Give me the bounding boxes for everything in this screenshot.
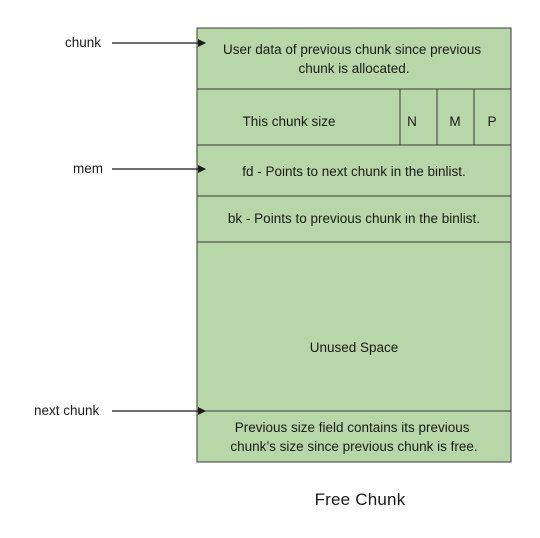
pointer-label-next-chunk: next chunk bbox=[34, 403, 100, 418]
prev-size-free-line-1: Previous size field contains its previou… bbox=[235, 420, 470, 435]
flag-m: M bbox=[449, 114, 460, 129]
flag-n: N bbox=[407, 114, 417, 129]
row-unused-space bbox=[196, 241, 512, 412]
pointers: chunk mem next chunk bbox=[34, 35, 206, 418]
prev-user-data-line-2: chunk is allocated. bbox=[298, 61, 409, 76]
flag-p: P bbox=[487, 114, 496, 129]
row-prev-size-free bbox=[196, 410, 512, 463]
prev-size-free-line-2: chunk’s size since previous chunk is fre… bbox=[230, 439, 477, 454]
row-bk bbox=[196, 195, 512, 243]
fd-text: fd - Points to next chunk in the binlist… bbox=[242, 164, 466, 179]
bk-text: bk - Points to previous chunk in the bin… bbox=[228, 211, 480, 226]
prev-user-data-text: User data of previous chunk since previo… bbox=[223, 42, 485, 76]
chunk-block: User data of previous chunk since previo… bbox=[196, 27, 512, 463]
row-chunk-size bbox=[196, 88, 512, 146]
pointer-label-mem: mem bbox=[73, 161, 103, 176]
pointer-label-chunk: chunk bbox=[65, 35, 101, 50]
prev-user-data-line-1: User data of previous chunk since previo… bbox=[223, 42, 481, 57]
unused-space-text: Unused Space bbox=[310, 340, 399, 355]
row-prev-user-data bbox=[196, 27, 512, 90]
prev-size-free-text: Previous size field contains its previou… bbox=[230, 420, 477, 454]
row-fd bbox=[196, 144, 512, 197]
chunk-size-text: This chunk size bbox=[242, 114, 335, 129]
diagram-caption: Free Chunk bbox=[314, 490, 406, 509]
